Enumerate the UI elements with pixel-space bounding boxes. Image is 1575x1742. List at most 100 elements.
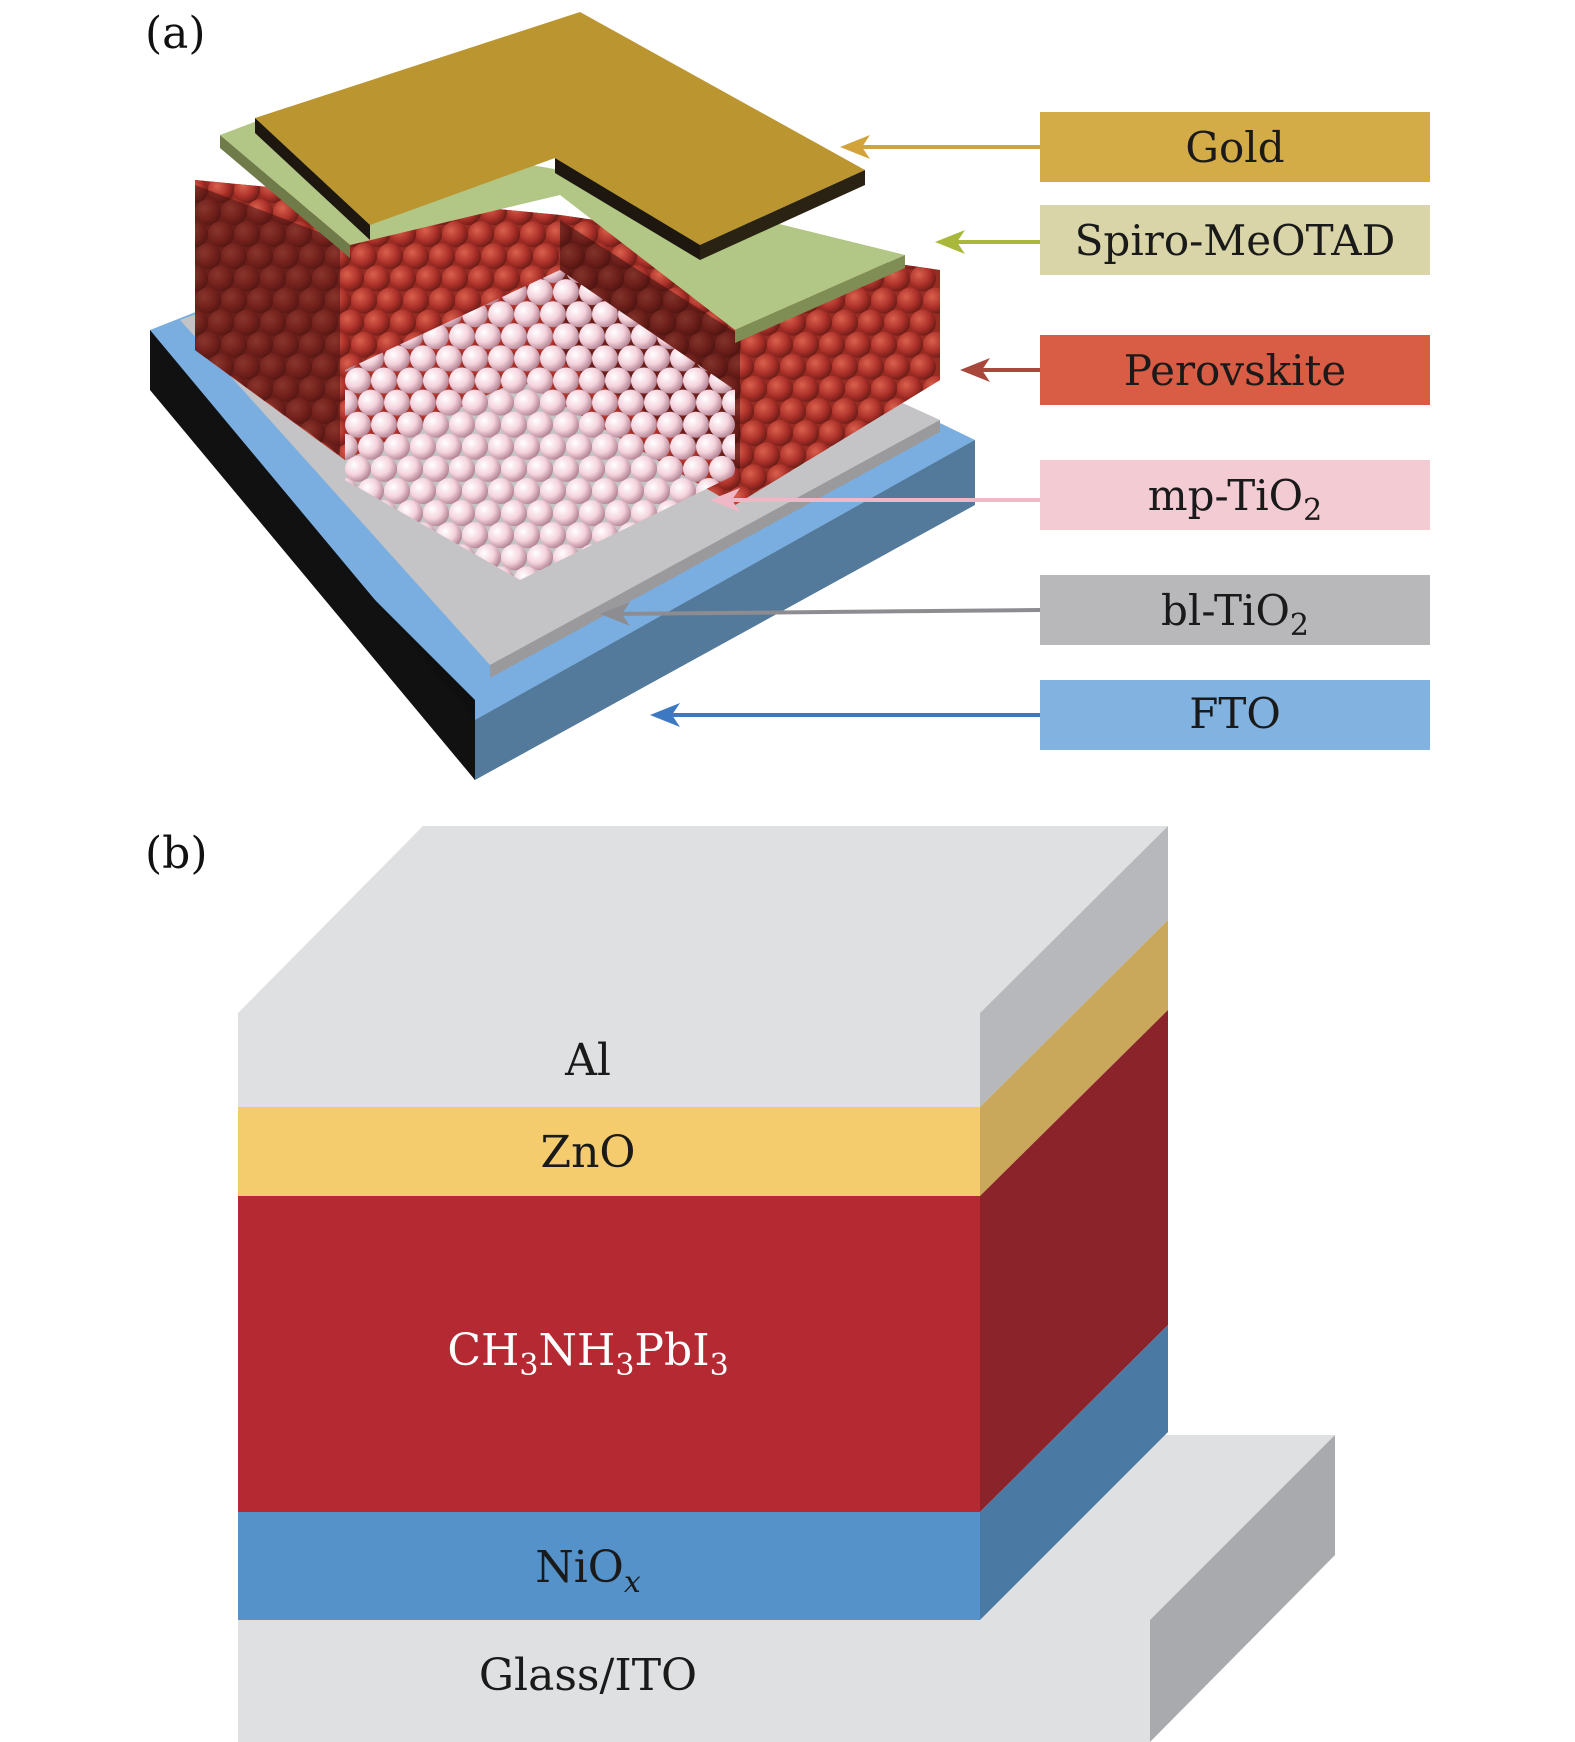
sphere (819, 420, 845, 447)
sphere (397, 411, 423, 438)
sphere (345, 411, 371, 438)
sphere (605, 367, 631, 394)
sphere (475, 367, 501, 394)
sphere (462, 345, 488, 372)
sphere (423, 500, 449, 527)
sphere (501, 500, 527, 527)
glass-ito-side-right (1150, 1435, 1335, 1742)
sphere (579, 500, 605, 527)
sphere (338, 265, 364, 292)
sphere (806, 398, 832, 424)
gold-edge-right (700, 170, 865, 260)
sphere (780, 353, 806, 380)
legend-box-fto (1040, 680, 1430, 750)
sphere (442, 221, 468, 248)
sphere (533, 243, 559, 270)
sphere (618, 345, 644, 372)
sphere (741, 464, 767, 491)
sphere (527, 279, 553, 306)
sphere (806, 309, 832, 336)
sphere (410, 433, 436, 460)
sphere (527, 323, 553, 350)
legend-box-spiro (1040, 205, 1430, 275)
sphere (338, 309, 364, 336)
sphere (871, 331, 897, 358)
panel-a-label: (a) (145, 8, 206, 59)
sphere (696, 433, 722, 460)
sphere (462, 478, 488, 504)
sphere (377, 287, 403, 314)
sphere (709, 455, 735, 482)
sphere (858, 309, 884, 336)
sphere (845, 199, 871, 226)
sphere (410, 478, 436, 504)
sphere (475, 323, 501, 350)
al-front (238, 1013, 980, 1107)
sphere (410, 389, 436, 416)
glass-ito-top-right (980, 1435, 1335, 1620)
spiro-meotad-edge (220, 135, 350, 258)
sphere (195, 486, 208, 505)
sphere (754, 353, 780, 380)
sphere (527, 500, 553, 527)
sphere (579, 455, 605, 482)
sphere (553, 323, 579, 350)
sphere (345, 433, 358, 460)
sphere (618, 478, 644, 504)
sphere (683, 455, 709, 482)
sphere (468, 265, 494, 292)
sphere (670, 389, 696, 416)
sphere (897, 199, 923, 226)
sphere (566, 345, 592, 372)
panel-b-label: (b) (145, 828, 208, 879)
sphere (514, 522, 540, 549)
sphere (923, 287, 940, 314)
sphere (871, 375, 897, 402)
legend-box-perovskite (1040, 335, 1430, 405)
device-3d-illustration (150, 12, 975, 780)
sphere (351, 331, 377, 358)
sphere (514, 389, 540, 416)
sphere (858, 353, 884, 380)
sphere (910, 180, 936, 203)
sphere (527, 411, 553, 438)
sphere (416, 265, 442, 292)
sphere (429, 287, 455, 314)
sphere (345, 455, 371, 482)
sphere (923, 243, 940, 270)
sphere (780, 398, 806, 424)
sphere (845, 287, 871, 314)
sphere (436, 345, 462, 372)
sphere (364, 309, 390, 336)
sphere (436, 433, 462, 460)
sphere (631, 455, 657, 482)
sphere (481, 243, 507, 270)
sphere (553, 500, 579, 527)
sphere (618, 389, 644, 416)
sphere (403, 243, 429, 270)
sphere (592, 433, 618, 460)
perovskite-front (238, 1196, 980, 1512)
sphere (657, 367, 683, 394)
sphere (793, 375, 819, 402)
sphere (923, 199, 940, 226)
spiro-meotad-edge-front (735, 255, 905, 343)
sphere (514, 433, 540, 460)
sphere (384, 345, 410, 372)
sphere (351, 243, 377, 270)
sphere (754, 442, 780, 469)
label-perovskite: CH3NH3PbI3 (447, 1325, 728, 1383)
sphere (351, 287, 377, 314)
sphere (488, 389, 514, 416)
sphere (741, 375, 767, 402)
sphere (410, 345, 436, 372)
gold-edge-inner (555, 158, 700, 260)
sphere (507, 243, 533, 270)
sphere (494, 221, 520, 248)
sphere (819, 331, 845, 358)
sphere (462, 522, 488, 549)
sphere (488, 301, 514, 328)
sphere (488, 345, 514, 372)
sphere (540, 478, 566, 504)
